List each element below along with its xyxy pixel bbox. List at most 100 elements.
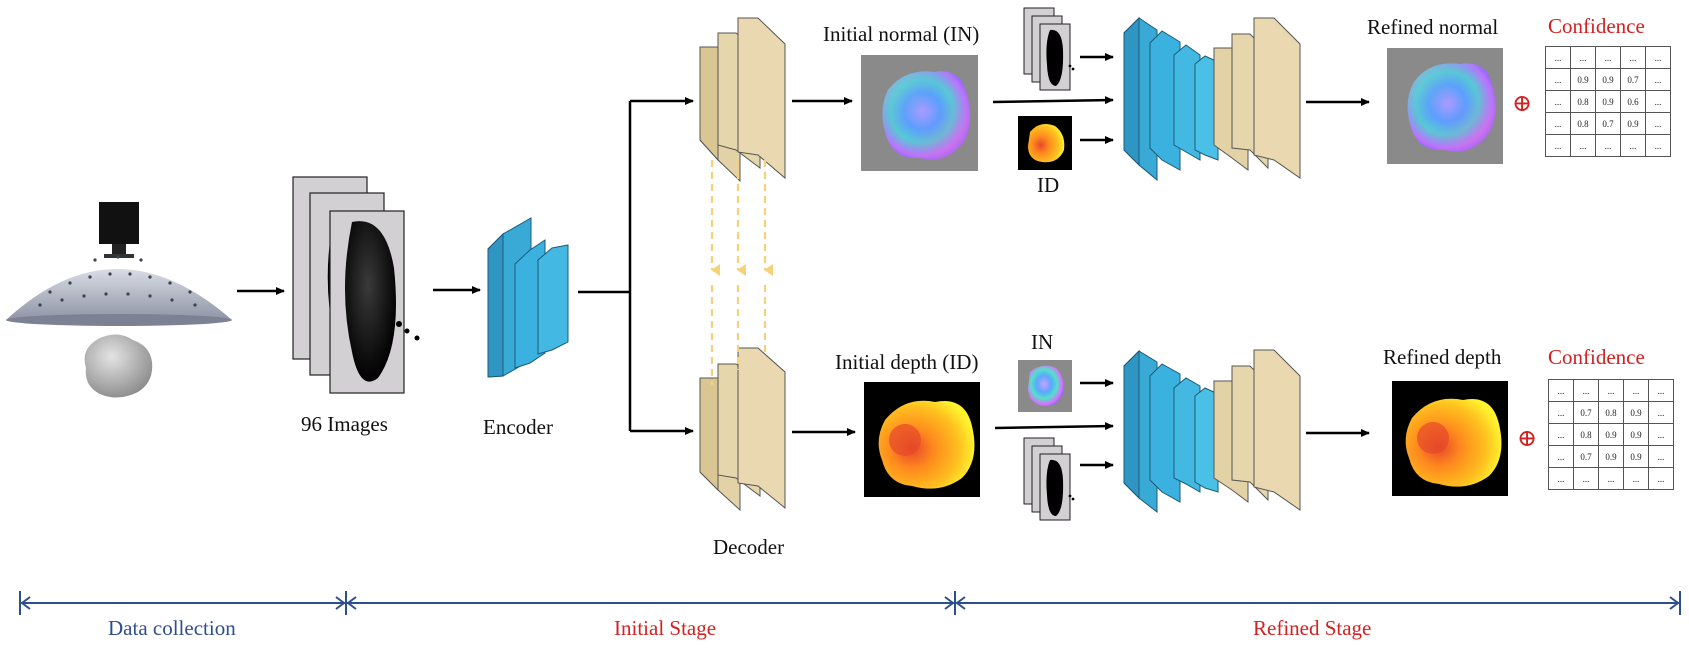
confidence-cell: ... (1645, 90, 1671, 113)
confidence-cell: 0.9 (1598, 423, 1624, 446)
stage-data-collection: Data collection (108, 616, 236, 640)
initial-normal-label: Initial normal (IN) (823, 22, 980, 46)
confidence-cell: ... (1598, 467, 1624, 490)
stage-timeline (19, 591, 1681, 615)
confidence-cell: 0.9 (1623, 423, 1649, 446)
image-stack-icon (292, 176, 420, 394)
confidence-cell: ... (1548, 445, 1574, 468)
confidence-cell: ... (1548, 467, 1574, 490)
refined-normal-label: Refined normal (1367, 15, 1499, 39)
refined-depth-image (1392, 381, 1508, 496)
confidence-cell: 0.9 (1570, 68, 1596, 91)
confidence-cell: ... (1545, 134, 1571, 157)
decoder-bottom-blocks (699, 347, 786, 512)
initial-depth-label: Initial depth (ID) (835, 350, 979, 374)
confidence-cell: ... (1548, 423, 1574, 446)
confidence-row: ............... (1545, 46, 1671, 69)
confidence-cell: 0.7 (1620, 68, 1646, 91)
refined-normal-image (1387, 48, 1503, 164)
confidence-cell: ... (1573, 379, 1599, 402)
camera-icon (99, 202, 139, 258)
bottom-input-image-stack (1023, 437, 1075, 521)
decoder-label: Decoder (713, 535, 785, 559)
bottom-in-thumbnail (1018, 360, 1072, 412)
dome-light-icon (6, 255, 232, 326)
confidence-cell: ... (1545, 90, 1571, 113)
object-icon (84, 334, 153, 398)
confidence-cell: ... (1645, 68, 1671, 91)
confidence-cell: 0.7 (1573, 401, 1599, 424)
confidence-cell: 0.8 (1570, 112, 1596, 135)
confidence-cell: ... (1595, 134, 1621, 157)
confidence-top-title: Confidence (1548, 14, 1645, 38)
images-label: 96 Images (301, 412, 388, 436)
confidence-cell: ... (1570, 134, 1596, 157)
confidence-cell: 0.9 (1595, 68, 1621, 91)
top-input-image-stack (1023, 7, 1075, 91)
top-id-thumbnail (1018, 116, 1072, 170)
stage-initial: Initial Stage (614, 616, 717, 640)
confidence-bottom-title: Confidence (1548, 345, 1645, 369)
confidence-cell: 0.9 (1620, 112, 1646, 135)
refine-bottom-decoder (1213, 349, 1301, 511)
confidence-cell: ... (1573, 467, 1599, 490)
confidence-cell: ... (1570, 46, 1596, 69)
confidence-cell: ... (1648, 423, 1674, 446)
confidence-cell: 0.7 (1573, 445, 1599, 468)
confidence-cell: 0.9 (1623, 445, 1649, 468)
confidence-cell: ... (1548, 379, 1574, 402)
confidence-cell: ... (1545, 112, 1571, 135)
confidence-cell: ... (1545, 46, 1571, 69)
confidence-row: ............... (1548, 467, 1674, 490)
encoder-blocks (487, 217, 569, 378)
refine-top-decoder (1213, 17, 1301, 179)
confidence-cell: ... (1648, 467, 1674, 490)
plus-symbol-top: ⊕ (1512, 91, 1533, 117)
confidence-cell: ... (1648, 379, 1674, 402)
plus-symbol-bottom: ⊕ (1517, 426, 1538, 452)
confidence-cell: ... (1620, 134, 1646, 157)
confidence-cell: ... (1648, 445, 1674, 468)
confidence-cell: 0.8 (1573, 423, 1599, 446)
confidence-row: ............... (1548, 379, 1674, 402)
confidence-cell: ... (1545, 68, 1571, 91)
confidence-cell: 0.9 (1598, 445, 1624, 468)
confidence-cell: ... (1623, 379, 1649, 402)
confidence-cell: 0.8 (1570, 90, 1596, 113)
branch-lines (578, 97, 694, 435)
skip-connections (710, 160, 773, 385)
confidence-cell: ... (1645, 134, 1671, 157)
in-small-label: IN (1031, 330, 1054, 354)
confidence-cell: ... (1645, 46, 1671, 69)
decoder-top-blocks (699, 17, 786, 183)
confidence-cell: 0.7 (1595, 112, 1621, 135)
refined-depth-label: Refined depth (1383, 345, 1502, 369)
arrow-bottom-depth (994, 422, 1114, 431)
confidence-cell: 0.9 (1623, 401, 1649, 424)
confidence-cell: ... (1648, 401, 1674, 424)
confidence-cell: ... (1620, 46, 1646, 69)
initial-depth-image (864, 382, 980, 497)
confidence-row: ............... (1545, 134, 1671, 157)
id-small-label: ID (1037, 173, 1060, 197)
encoder-label: Encoder (483, 415, 553, 439)
refine-top-encoder (1123, 16, 1219, 182)
stage-refined: Refined Stage (1253, 616, 1372, 640)
confidence-cell: ... (1645, 112, 1671, 135)
confidence-cell: 0.8 (1598, 401, 1624, 424)
initial-normal-image (861, 55, 978, 171)
confidence-cell: ... (1623, 467, 1649, 490)
confidence-cell: ... (1598, 379, 1624, 402)
confidence-cell: ... (1595, 46, 1621, 69)
confidence-cell: ... (1548, 401, 1574, 424)
confidence-cell: 0.6 (1620, 90, 1646, 113)
confidence-cell: 0.9 (1595, 90, 1621, 113)
